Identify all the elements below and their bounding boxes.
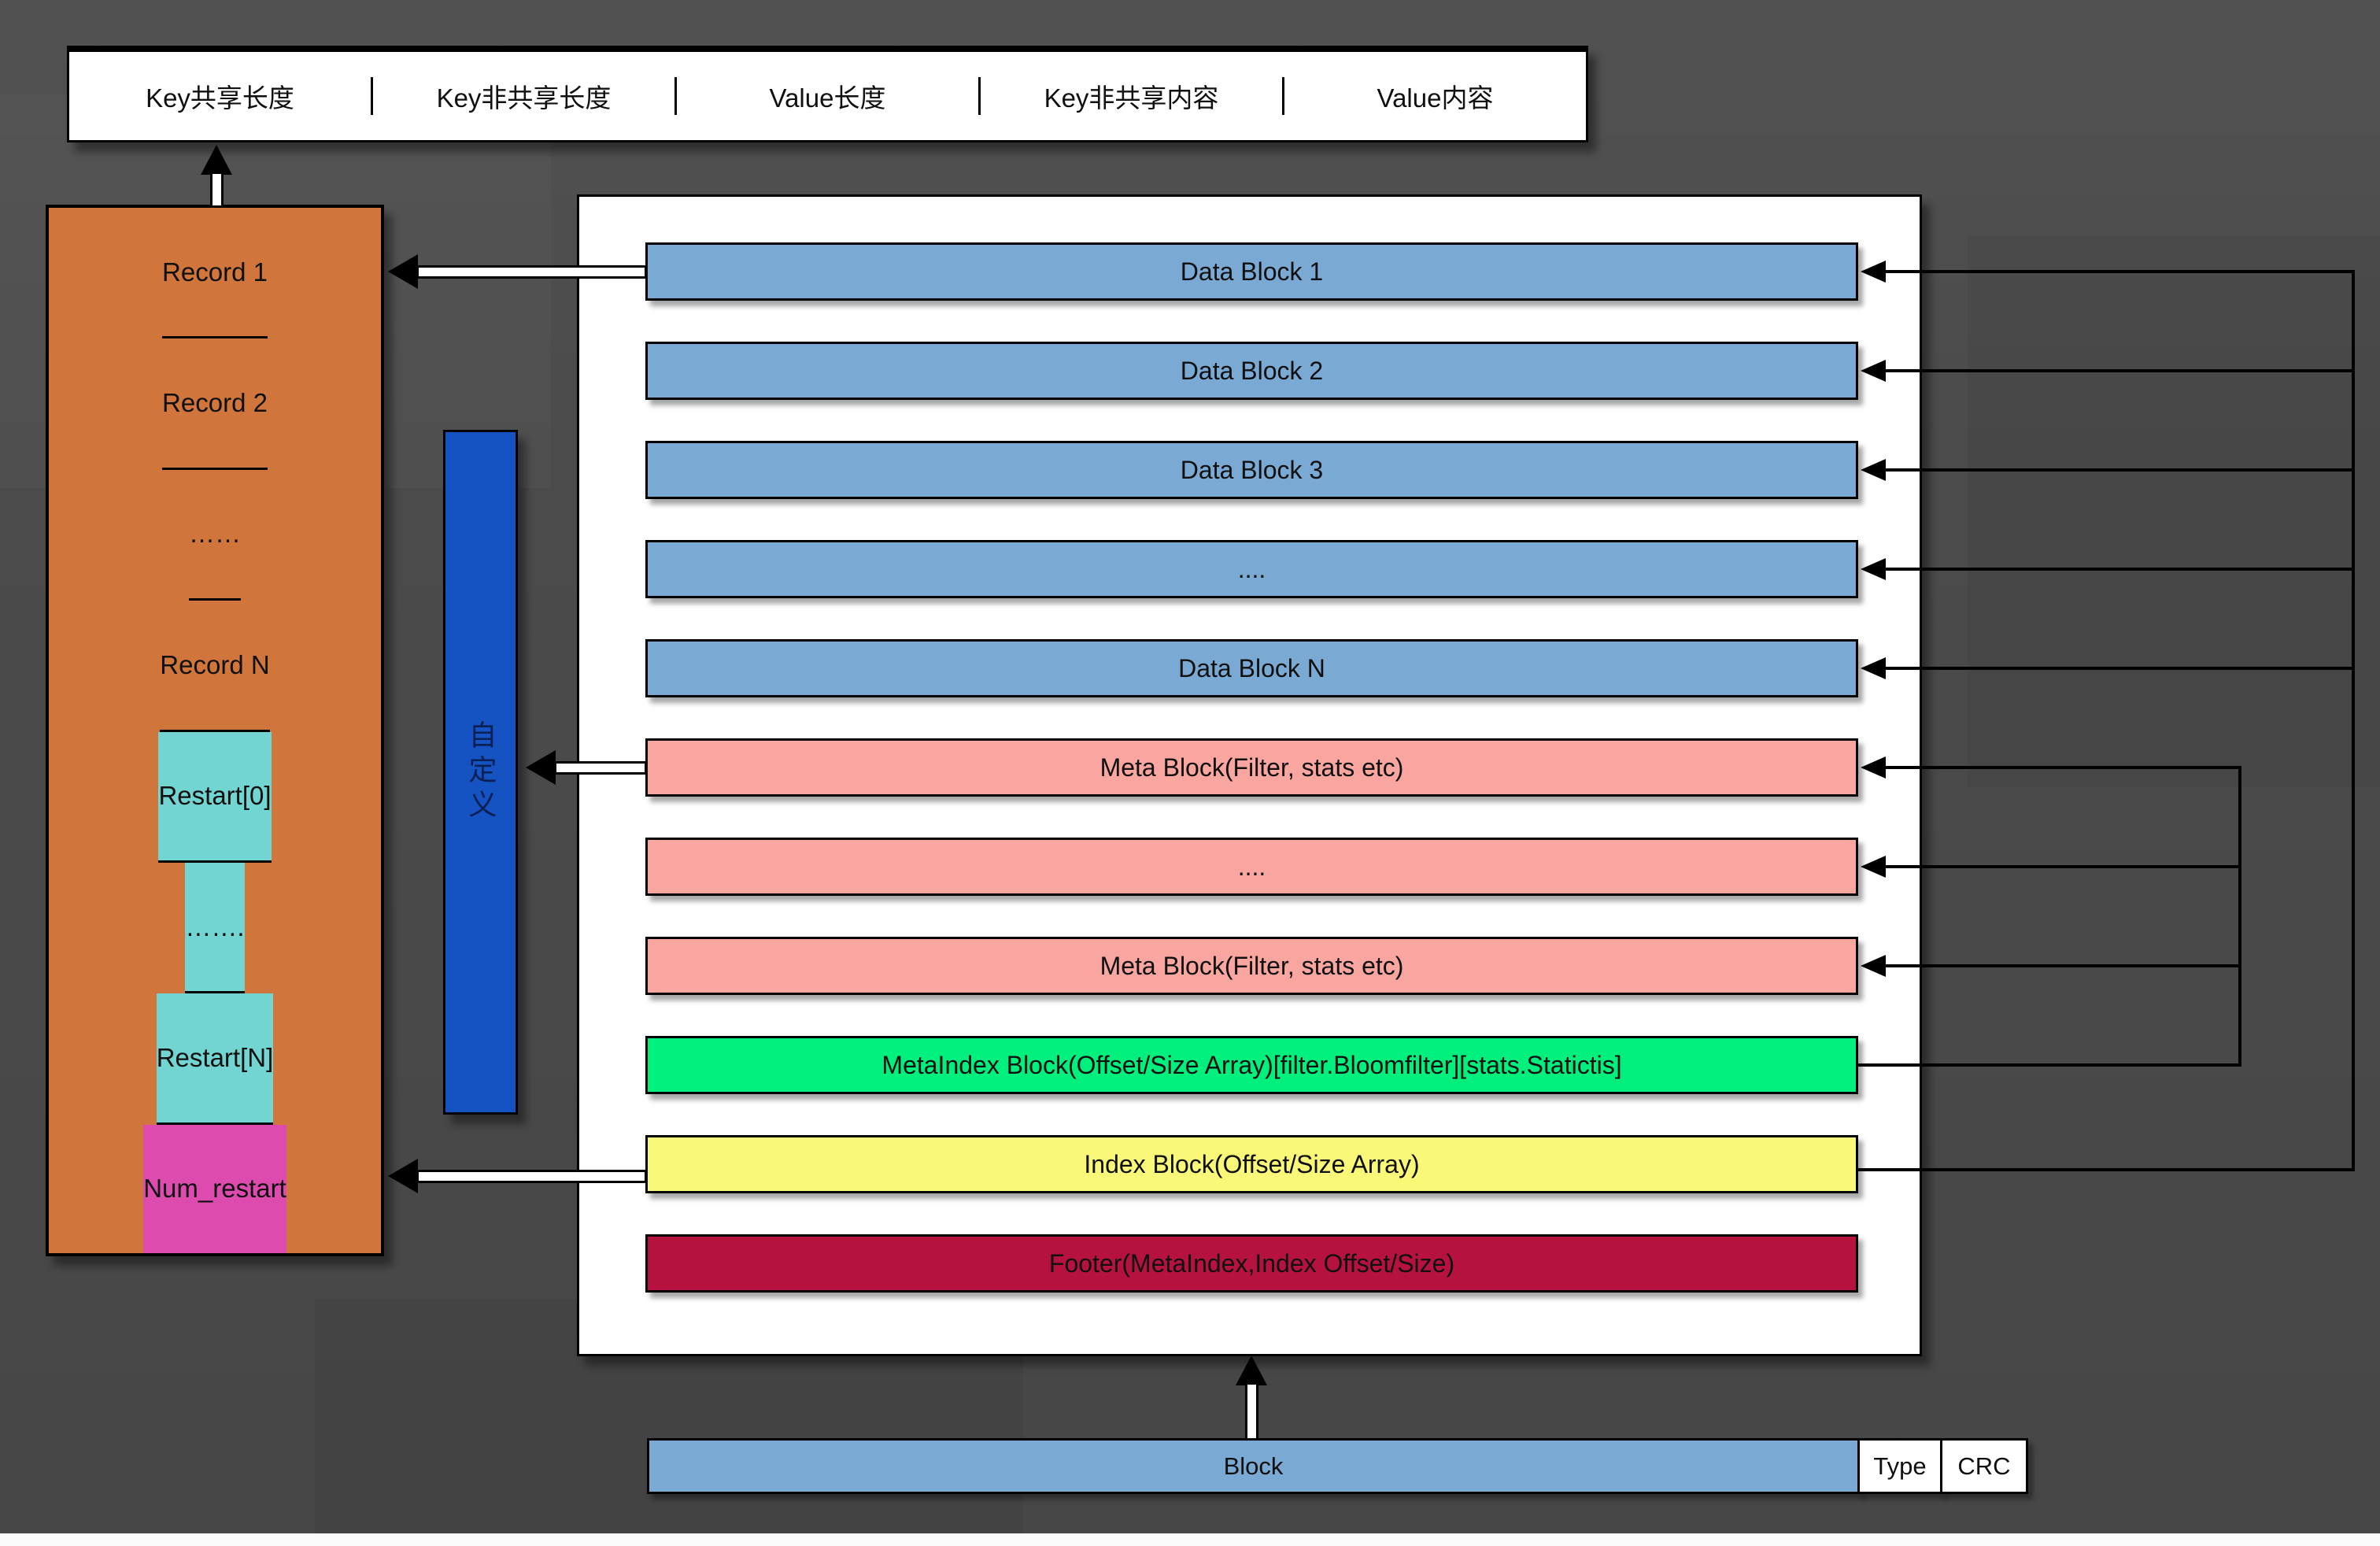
connector-line [1883, 369, 2355, 372]
record-field-key-shared-len: Key共享长度 [69, 77, 373, 115]
connector-line [1883, 667, 2355, 670]
arrowhead-into-datablock3 [1861, 459, 1886, 481]
block-type-field: Type [1857, 1438, 1942, 1494]
arrow-indexblock-to-numrestart [388, 1159, 418, 1193]
arrow-shaft [1245, 1382, 1258, 1441]
data-block-ellipsis: .... [645, 540, 1858, 598]
footer-block: Footer(MetaIndex,Index Offset/Size) [645, 1234, 1858, 1293]
arrow-record1-to-record-format [201, 145, 232, 175]
connector-line [1883, 270, 2355, 273]
num-restart-row: Num_restart [143, 1124, 286, 1253]
meta-block-ellipsis: .... [645, 838, 1858, 896]
arrowhead-into-datablock1 [1861, 261, 1886, 283]
index-block-feed-line [1858, 1168, 2355, 1171]
data-block-2: Data Block 2 [645, 342, 1858, 400]
record-format-row: Key共享长度 Key非共享长度 Value长度 Key非共享内容 Value内… [67, 46, 1588, 142]
arrowhead-into-metablock-ellipsis [1861, 856, 1886, 878]
restart-row: Restart[N] [156, 993, 274, 1125]
restart-ellipsis-row: ……. [185, 862, 245, 994]
connector-line [1883, 468, 2355, 472]
arrowhead-into-metablock2 [1861, 955, 1886, 977]
record-ellipsis-row: …… [189, 469, 241, 601]
record-field-key-unshared-data: Key非共享内容 [981, 77, 1284, 115]
arrow-shaft [210, 172, 224, 208]
metaindex-block: MetaIndex Block(Offset/Size Array)[filte… [645, 1036, 1858, 1094]
metaindex-to-metablocks-trunk [2238, 766, 2241, 1067]
record-field-value-data: Value内容 [1377, 83, 1494, 113]
arrow-shaft [416, 265, 647, 279]
connector-line [1883, 964, 2241, 967]
data-block-n: Data Block N [645, 639, 1858, 697]
connector-line [1883, 568, 2355, 571]
connector-line [1883, 766, 2241, 769]
index-to-datablocks-trunk [2352, 270, 2355, 1171]
arrow-shaft [416, 1170, 647, 1183]
custom-section-bar: 自定义 [443, 430, 518, 1115]
arrowhead-into-datablock-ellipsis [1861, 558, 1886, 580]
index-block: Index Block(Offset/Size Array) [645, 1135, 1858, 1193]
arrowhead-into-datablock2 [1861, 360, 1886, 382]
record-row: Record 1 [162, 208, 268, 339]
block-crc-field: CRC [1940, 1438, 2028, 1494]
data-block-3: Data Block 3 [645, 441, 1858, 499]
record-field-key-unshared-len: Key非共享长度 [373, 77, 677, 115]
record-row: Record N [160, 601, 270, 732]
block-layout-column: Record 1 Record 2 …… Record N Restart[0]… [46, 205, 384, 1256]
bottom-strip [0, 1533, 2380, 1546]
connector-line [1883, 865, 2241, 868]
meta-block-1: Meta Block(Filter, stats etc) [645, 738, 1858, 797]
metaindex-block-feed-line [1858, 1063, 2241, 1067]
arrow-block-to-panel [1236, 1356, 1267, 1385]
custom-bar-label: 自定义 [464, 720, 497, 824]
record-field-value-len: Value长度 [677, 77, 981, 115]
arrow-datablock1-to-record1 [388, 254, 418, 289]
record-row: Record 2 [162, 338, 268, 470]
arrow-metablock-to-custom-bar [526, 750, 556, 785]
arrow-shaft [554, 761, 647, 775]
meta-block-2: Meta Block(Filter, stats etc) [645, 937, 1858, 995]
arrowhead-into-datablock-n [1861, 657, 1886, 679]
arrowhead-into-metablock1 [1861, 756, 1886, 779]
background-texture [1968, 236, 2380, 787]
block-unit: Block [647, 1438, 1860, 1494]
data-block-1: Data Block 1 [645, 242, 1858, 301]
restart-row: Restart[0] [158, 731, 272, 863]
